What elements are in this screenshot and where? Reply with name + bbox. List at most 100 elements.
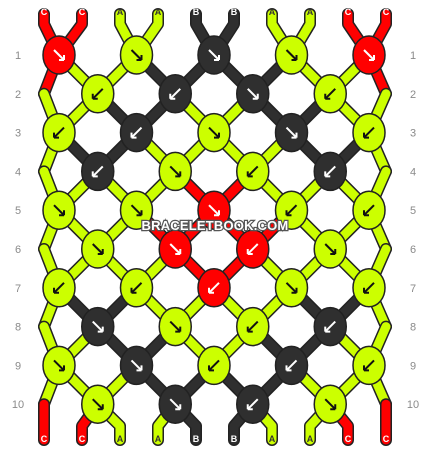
knot-arrow-icon [130,49,143,61]
watermark-text: BRACELETBOOK.COM [142,218,289,233]
knot-arrow-head-icon [330,249,337,255]
knot-arrow-icon [208,49,220,61]
row-number-right: 6 [410,244,416,256]
knot-arrow-head-icon [97,326,104,333]
knot-arrow-icon [53,282,65,294]
row-number-right: 10 [407,399,419,411]
row-number-left: 2 [15,89,21,101]
knot-arrow-icon [208,204,220,216]
knot-arrow-head-icon [324,171,331,178]
knot [274,268,309,308]
knot-arrow-head-icon [291,287,298,294]
bottom-string-label: C [41,434,48,444]
knot-arrow-head-icon [214,132,220,139]
row-number-right: 5 [410,205,416,217]
knot [236,74,270,114]
knot [158,74,192,114]
knot-arrow-head-icon [53,132,59,139]
knot-arrow-head-icon [214,55,220,61]
row-number-right: 4 [410,166,416,178]
knot-arrow-head-icon [324,93,331,100]
row-number-left: 3 [15,128,21,140]
knot [352,112,386,153]
top-string-label: A [155,7,162,17]
knot-arrow-icon [247,88,259,100]
knot-arrow-head-icon [59,365,65,372]
knot [42,112,76,153]
knot-arrow-head-icon [59,210,65,217]
top-string-label: C [79,7,86,17]
bottom-string-label: B [193,434,200,444]
knot-arrow-icon [169,398,181,410]
knot [236,306,270,347]
knot [274,35,309,75]
knot [81,306,115,347]
knot [158,151,192,192]
knot-arrow-icon [130,126,143,139]
knot [119,112,154,153]
knot [197,112,231,153]
knot-arrow-icon [92,243,104,255]
knot [313,74,347,114]
knot [197,190,231,230]
knot-arrow-icon [92,165,104,178]
bottom-string-label: A [117,434,124,444]
knot [197,268,231,308]
row-number-left: 5 [15,205,21,217]
knot-arrow-head-icon [175,326,182,333]
knot-arrow-head-icon [208,365,214,372]
knot-arrow-icon [285,359,298,372]
top-string-label: A [269,7,276,17]
knot-arrow-icon [363,126,375,139]
knot-arrow-head-icon [130,132,137,139]
row-number-left: 4 [15,166,21,178]
knot-arrow-icon [92,320,104,333]
knot-arrow-icon [208,126,220,139]
knot-arrow-head-icon [252,93,259,100]
row-number-right: 3 [410,128,416,140]
knot [158,384,192,424]
knot-arrow-icon [247,320,259,333]
knot [81,384,115,424]
knot-arrow-icon [92,398,104,410]
row-number-right: 8 [410,322,416,334]
top-string-label: A [117,7,124,17]
knot-arrow-icon [285,204,298,216]
knot-arrow-icon [247,398,259,410]
knot-arrow-head-icon [291,55,298,61]
knot-arrow-icon [285,49,298,61]
knot-arrow-head-icon [324,326,331,333]
knot-arrow-icon [92,88,104,100]
knot-arrow-icon [53,204,65,216]
row-number-left: 9 [15,360,21,372]
knot [81,74,115,114]
knot [274,345,309,386]
knot-arrow-head-icon [130,287,137,294]
knot-arrow-head-icon [291,132,298,139]
knot-arrow-head-icon [208,287,214,294]
knot-arrow-icon [324,165,336,178]
knot-arrow-head-icon [59,55,65,61]
row-number-right: 2 [410,89,416,101]
knot-arrow-icon [53,126,65,139]
knot-arrow-icon [363,204,375,216]
knot-layer [42,35,386,424]
knot [313,306,347,347]
knot [352,35,386,75]
knot [352,268,386,308]
row-number-left: 8 [15,322,21,334]
knot [274,190,309,230]
knot [197,35,231,75]
row-number-left: 6 [15,244,21,256]
top-string-label: C [345,7,352,17]
knot [313,384,347,424]
knot [352,190,386,230]
row-number-left: 7 [15,283,21,295]
knot [236,151,270,192]
knot [313,229,347,269]
knot [81,151,115,192]
knot-arrow-icon [324,88,336,100]
bottom-string-label: A [155,434,162,444]
